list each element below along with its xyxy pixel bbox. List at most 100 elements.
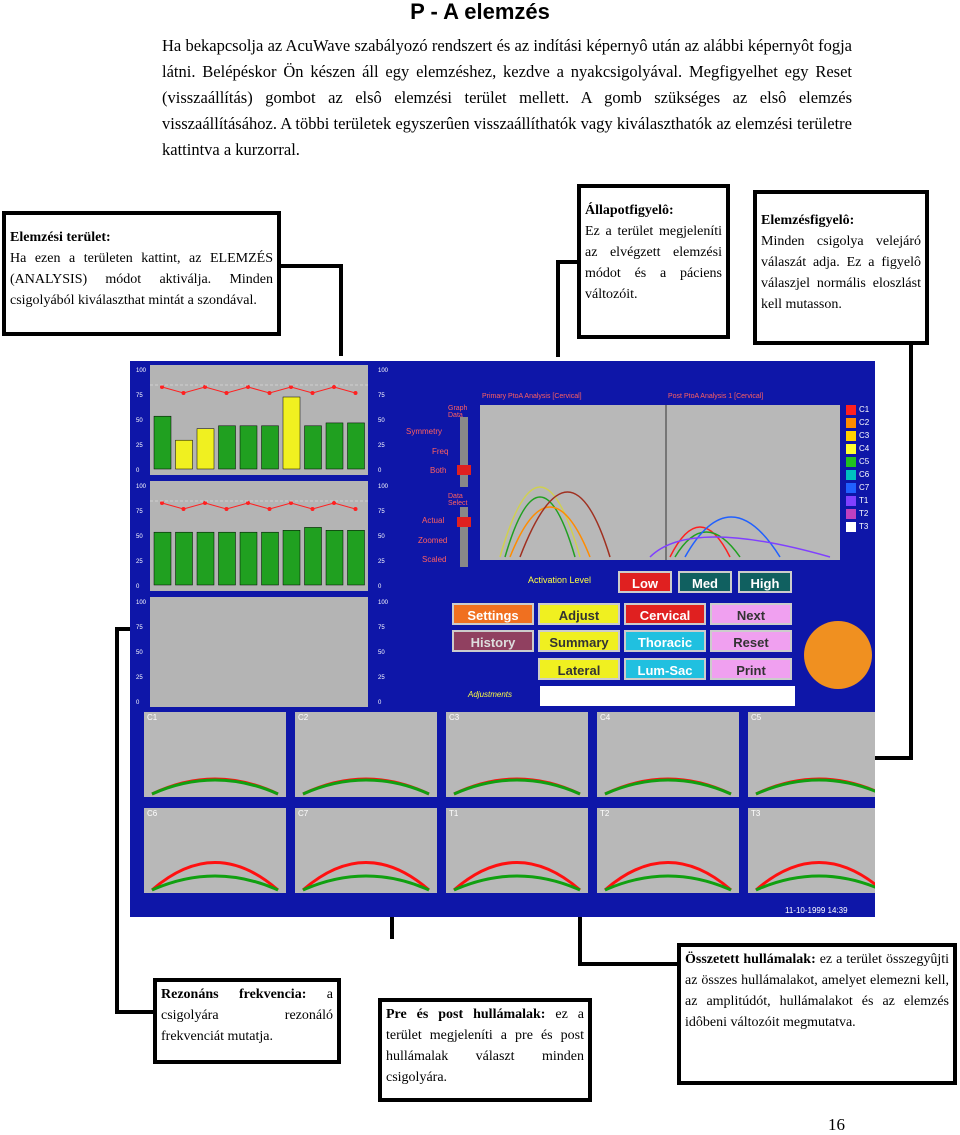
waveform-tile[interactable]: C7 [295, 808, 437, 893]
settings-button[interactable]: Settings [452, 603, 534, 625]
activation-level-label: Activation Level [528, 575, 592, 585]
summary-button[interactable]: Summary [538, 630, 620, 652]
bar [347, 530, 365, 586]
history-button[interactable]: History [452, 630, 534, 652]
cervical-button[interactable]: Cervical [624, 603, 706, 625]
connector-line [556, 260, 580, 264]
trace-point [310, 391, 315, 395]
waveform-tile[interactable]: C3 [446, 712, 588, 797]
waveform-tile[interactable]: T2 [597, 808, 739, 893]
axis-tick-left: 0 [136, 468, 140, 474]
bar [304, 425, 322, 470]
bar [153, 415, 172, 470]
freq-label[interactable]: Freq [432, 447, 449, 456]
tile-label: T3 [751, 809, 761, 818]
legend-swatch [846, 509, 856, 519]
callout-heading: Állapotfigyelô: [585, 203, 674, 218]
axis-tick-left: 75 [136, 625, 143, 631]
tile-label: C4 [600, 713, 611, 722]
symmetry-label[interactable]: Symmetry [406, 427, 442, 436]
trace-point [181, 391, 186, 395]
legend-swatch [846, 522, 856, 532]
legend-swatch [846, 418, 856, 428]
waveform-tile[interactable]: C5 [748, 712, 875, 797]
axis-tick-right: 25 [378, 675, 385, 681]
bar [325, 530, 344, 586]
waveform-tile[interactable]: C6 [144, 808, 286, 893]
callout-text: Ez a terület megjeleníti az elvégzett el… [585, 224, 722, 302]
adjustments-label: Adjustments [468, 690, 513, 699]
axis-tick-right: 75 [378, 625, 385, 631]
exit-button[interactable]: EXIT [810, 644, 855, 666]
waveform-tile[interactable]: T3 [748, 808, 875, 893]
trace-point [224, 507, 229, 511]
tile-label: C7 [298, 809, 309, 818]
callout-heading: Összetett hullámalak: [685, 952, 816, 967]
both-label[interactable]: Both [430, 466, 447, 475]
actual-label[interactable]: Actual [422, 516, 445, 525]
waveform-tile[interactable]: C2 [295, 712, 437, 797]
trace-point [246, 385, 250, 389]
thoracic-button[interactable]: Thoracic [624, 630, 706, 652]
waveform-tile[interactable]: C4 [597, 712, 739, 797]
legend-label: C1 [859, 405, 870, 414]
axis-tick-left: 100 [136, 600, 147, 606]
axis-tick-left: 25 [136, 443, 143, 449]
axis-tick-right: 75 [378, 393, 385, 399]
tile-label: C3 [449, 713, 460, 722]
trace-point [332, 385, 336, 389]
high-button[interactable]: High [738, 571, 792, 593]
connector-line [339, 264, 343, 356]
axis-tick-left: 50 [136, 650, 143, 656]
waveform-tile[interactable]: C1 [144, 712, 286, 797]
print-button[interactable]: Print [710, 658, 792, 680]
legend-label: T1 [859, 496, 869, 505]
legend-label: C3 [859, 431, 870, 440]
page-number: 16 [828, 1115, 845, 1134]
callout-heading: Elemzési terület: [10, 230, 111, 245]
intro-paragraph: Ha bekapcsolja az AcuWave szabályozó ren… [162, 36, 852, 159]
axis-tick-right: 100 [378, 484, 389, 490]
axis-tick-right: 0 [378, 468, 382, 474]
adjustments-input[interactable] [540, 686, 795, 706]
legend-label: C6 [859, 470, 870, 479]
callout-analysis-monitor: Elemzésfigyelô: Minden csigolya velejáró… [753, 190, 929, 345]
lateral-button[interactable]: Lateral [538, 658, 620, 680]
trace-point [224, 391, 229, 395]
legend-swatch [846, 483, 856, 493]
med-button[interactable]: Med [678, 571, 732, 593]
axis-tick-left: 0 [136, 700, 140, 706]
legend-label: C2 [859, 418, 870, 427]
callout-composite: Összetett hullámalak: ez a terület össze… [677, 943, 957, 1085]
legend-swatch [846, 431, 856, 441]
tile-label: T1 [449, 809, 459, 818]
low-button[interactable]: Low [618, 571, 672, 593]
tile-label: C1 [147, 713, 158, 722]
lum-sac-button[interactable]: Lum-Sac [624, 658, 706, 680]
connector-line [115, 627, 119, 1013]
scaled-label[interactable]: Scaled [422, 555, 447, 564]
trace-point [353, 391, 358, 395]
next-button[interactable]: Next [710, 603, 792, 625]
adjust-button[interactable]: Adjust [538, 603, 620, 625]
reset-button[interactable]: Reset [710, 630, 792, 652]
callout-pre-post: Pre és post hullámalak: ez a terület meg… [378, 998, 592, 1102]
trace-point [160, 385, 164, 389]
trace-point [310, 507, 315, 511]
axis-tick-left: 50 [136, 418, 143, 424]
bar [175, 531, 193, 586]
bar [239, 531, 258, 586]
axis-tick-left: 100 [136, 484, 147, 490]
trace-point [160, 501, 164, 505]
red-trace [161, 502, 356, 510]
axis-tick-right: 75 [378, 509, 385, 515]
callout-heading: Pre és post hullámalak: [386, 1007, 546, 1022]
legend-swatch [846, 444, 856, 454]
callout-text: ez a terület megjeleníti a pre és post h… [386, 1007, 585, 1085]
zoomed-label[interactable]: Zoomed [418, 536, 448, 545]
axis-tick-right: 100 [378, 368, 389, 374]
graph-data-label: Graph Data [448, 405, 468, 419]
connector-line [115, 1010, 155, 1014]
waveform-tile[interactable]: T1 [446, 808, 588, 893]
